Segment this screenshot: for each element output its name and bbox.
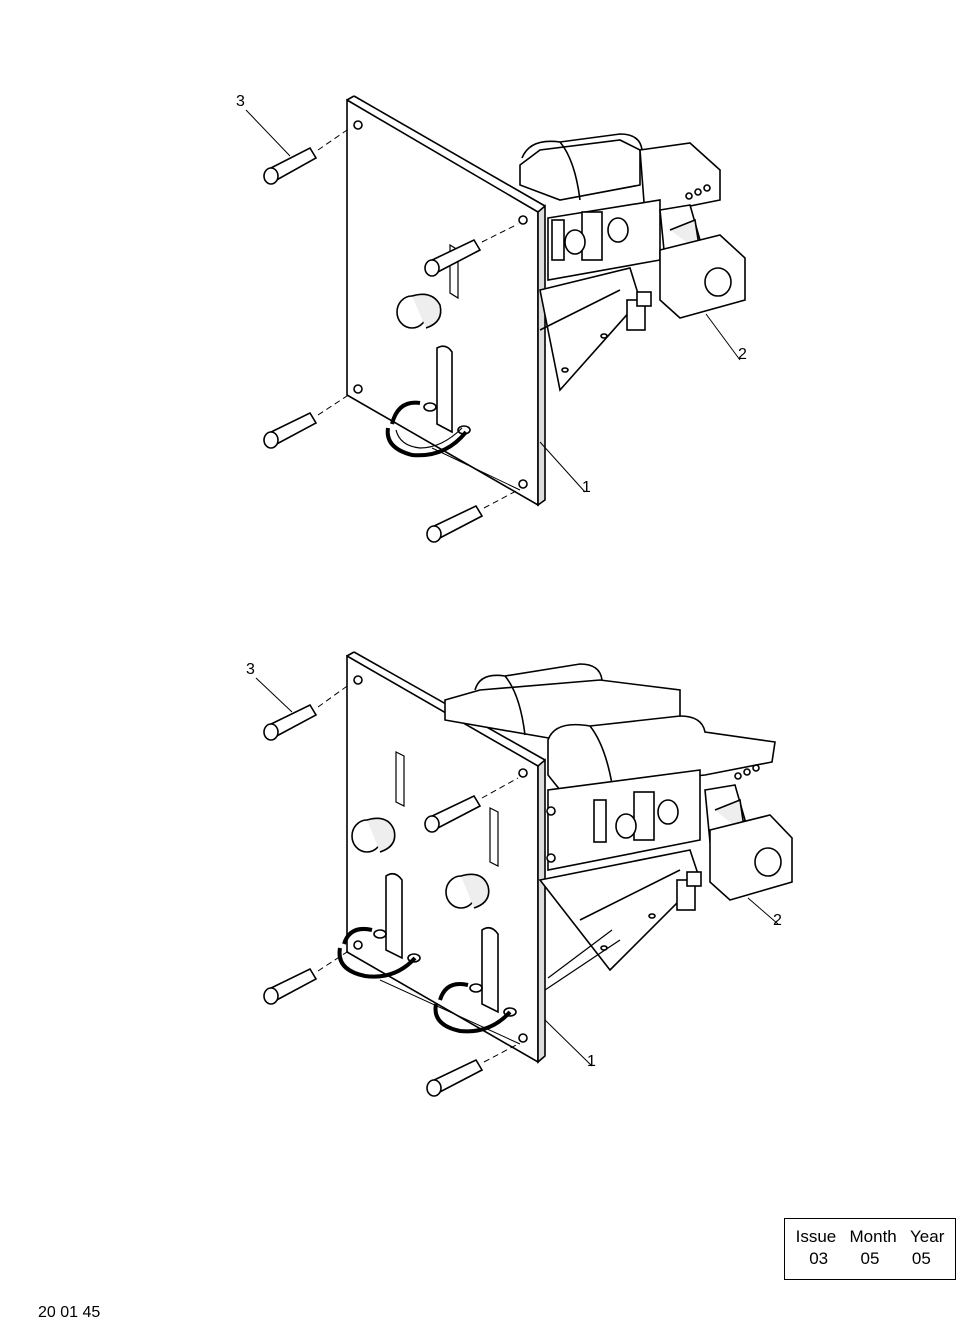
top-callout-mechanism: 2 <box>738 346 747 363</box>
year-header: Year <box>910 1227 945 1246</box>
top-leader-1 <box>539 441 586 493</box>
year-value: 05 <box>911 1249 931 1268</box>
bottom-callout-screw: 3 <box>246 661 255 678</box>
month-value: 05 <box>860 1249 880 1268</box>
bottom-leader-3 <box>255 677 293 713</box>
top-mechanism <box>519 133 746 392</box>
bottom-mechanism <box>444 663 793 991</box>
bottom-leader-1 <box>544 1019 593 1067</box>
month-header: Month <box>849 1227 897 1246</box>
top-leader-3 <box>245 109 291 157</box>
top-assembly <box>245 95 746 543</box>
top-callout-plate: 1 <box>582 479 591 496</box>
bottom-screws <box>263 683 521 1097</box>
bottom-front-plate <box>337 651 546 1064</box>
bottom-leader-2 <box>747 897 779 925</box>
issue-date-box: Issue Month Year 03 05 05 <box>784 1218 956 1280</box>
top-screws <box>263 127 521 543</box>
top-callout-screw: 3 <box>236 93 245 110</box>
issue-box-values: 03 05 05 <box>785 1247 955 1269</box>
top-front-plate <box>346 95 546 507</box>
bottom-assembly <box>255 651 793 1097</box>
bottom-callout-plate: 1 <box>587 1053 596 1070</box>
document-number: 20 01 45 <box>38 1304 101 1321</box>
issue-box-headers: Issue Month Year <box>785 1219 955 1247</box>
issue-value: 03 <box>809 1249 829 1268</box>
top-leader-2 <box>705 313 741 361</box>
bottom-callout-mechanism: 2 <box>773 912 782 929</box>
issue-header: Issue <box>795 1227 837 1246</box>
